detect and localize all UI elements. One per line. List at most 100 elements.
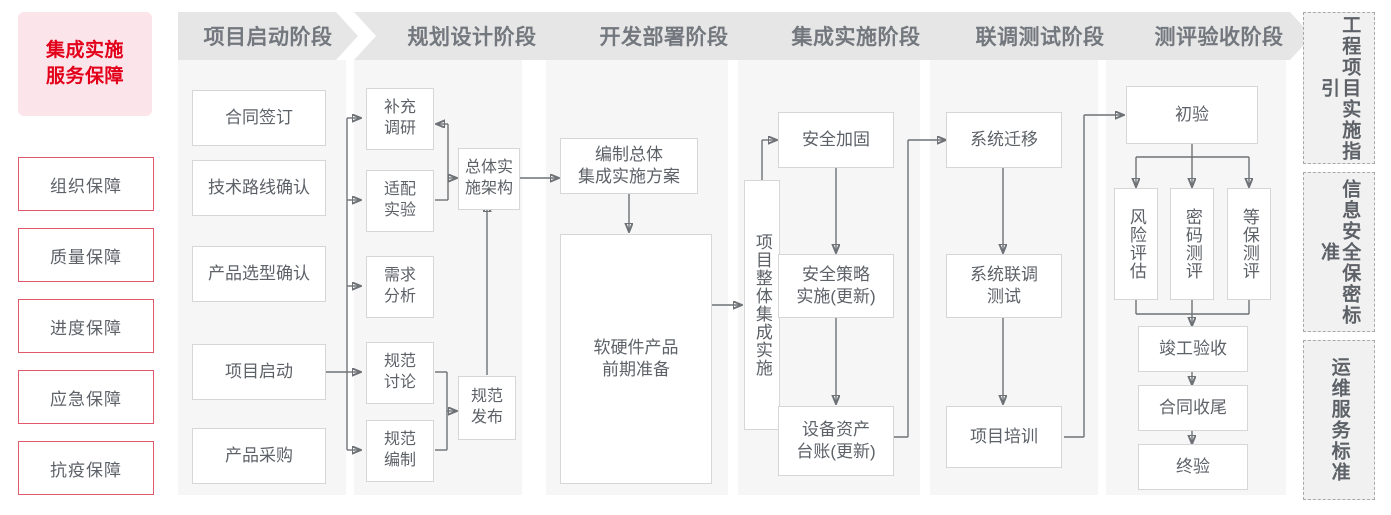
node-security-hardening[interactable]: 安全加固 xyxy=(778,112,894,168)
node-contract-closure[interactable]: 合同收尾 xyxy=(1138,385,1248,431)
node-preliminary-acceptance[interactable]: 初验 xyxy=(1126,86,1258,144)
node-crypto-evaluation[interactable]: 密码测评 xyxy=(1170,188,1214,300)
guarantee-rail: 集成实施 服务保障 组织保障 质量保障 进度保障 应急保障 抗疫保障 xyxy=(0,0,170,515)
node-label: 项目培训 xyxy=(970,426,1038,446)
node-label: 项目启动 xyxy=(225,361,293,381)
guarantee-item-label: 进度保障 xyxy=(50,318,122,338)
node-label: 分析 xyxy=(383,288,416,305)
node-label: 风险评估 xyxy=(1126,208,1146,280)
phase-title: 开发部署阶段 xyxy=(599,26,729,49)
standard-ops-service[interactable]: 运维服务标准 xyxy=(1303,340,1375,500)
node-asset-ledger-update[interactable]: 设备资产台账(更新) xyxy=(778,406,894,476)
standard-engineering-guideline[interactable]: 工程项目实施指引 xyxy=(1303,12,1375,164)
node-label: 技术路线确认 xyxy=(208,177,310,197)
guarantee-item-label: 质量保障 xyxy=(50,247,122,267)
phase-title: 项目启动阶段 xyxy=(203,26,333,49)
node-overall-integration-plan[interactable]: 编制总体集成实施方案 xyxy=(560,138,698,194)
node-label: 等保测评 xyxy=(1239,208,1259,280)
node-label: 系统联调 xyxy=(970,264,1038,284)
node-completion-acceptance[interactable]: 竣工验收 xyxy=(1138,326,1248,372)
node-supplementary-research[interactable]: 补充调研 xyxy=(366,88,434,150)
node-label: 规范 xyxy=(383,431,416,449)
phase-header-acceptance[interactable]: 测评验收阶段 xyxy=(1106,12,1312,60)
node-label: 竣工验收 xyxy=(1159,338,1227,358)
phase-header-integration[interactable]: 集成实施阶段 xyxy=(738,12,954,60)
phase-header-planning[interactable]: 规划设计阶段 xyxy=(354,12,570,60)
node-risk-assessment[interactable]: 风险评估 xyxy=(1114,188,1158,300)
node-label: 规范 xyxy=(470,388,503,406)
node-label: 安全策略 xyxy=(801,264,870,284)
node-label: 项目整体集成实施 xyxy=(752,233,772,377)
node-system-migration[interactable]: 系统迁移 xyxy=(946,112,1062,168)
standard-infosec-confidentiality[interactable]: 信息安全保密标准 xyxy=(1303,172,1375,332)
phase-header-develop[interactable]: 开发部署阶段 xyxy=(546,12,762,60)
node-label: 适配 xyxy=(383,181,416,199)
guarantee-item-organization[interactable]: 组织保障 xyxy=(18,157,154,211)
node-project-training[interactable]: 项目培训 xyxy=(946,406,1062,468)
guarantee-title-line2: 服务保障 xyxy=(45,66,124,87)
node-label: 讨论 xyxy=(383,374,416,391)
node-label: 初验 xyxy=(1175,104,1209,124)
guarantee-title-line1: 集成实施 xyxy=(45,40,124,62)
node-security-policy-update[interactable]: 安全策略实施(更新) xyxy=(778,254,894,318)
node-product-selection[interactable]: 产品选型确认 xyxy=(192,246,326,302)
node-label: 产品采购 xyxy=(225,445,293,465)
node-final-acceptance[interactable]: 终验 xyxy=(1138,444,1248,490)
phase-header-startup[interactable]: 项目启动阶段 xyxy=(178,12,358,60)
guarantee-item-label: 应急保障 xyxy=(50,389,122,409)
node-label: 测试 xyxy=(987,287,1021,306)
node-label: 施架构 xyxy=(464,180,513,197)
node-overall-architecture[interactable]: 总体实施架构 xyxy=(458,148,520,210)
node-label: 产品选型确认 xyxy=(208,263,310,283)
node-overall-project-integration[interactable]: 项目整体集成实施 xyxy=(744,180,780,430)
phase-header-jointtest[interactable]: 联调测试阶段 xyxy=(930,12,1130,60)
node-label: 总体实 xyxy=(464,159,513,177)
node-standard-discussion[interactable]: 规范讨论 xyxy=(366,342,434,404)
node-product-purchase[interactable]: 产品采购 xyxy=(192,428,326,484)
node-label: 需求 xyxy=(383,267,416,285)
node-standard-drafting[interactable]: 规范编制 xyxy=(366,420,434,482)
node-joint-debug-test[interactable]: 系统联调测试 xyxy=(946,254,1062,318)
node-hw-sw-preparation[interactable]: 软硬件产品前期准备 xyxy=(560,234,712,484)
node-label: 设备资产 xyxy=(801,419,870,439)
standard-label: 运维服务标准 xyxy=(1328,357,1350,483)
node-label: 调研 xyxy=(383,120,416,137)
node-adaptation-test[interactable]: 适配实验 xyxy=(366,170,434,232)
node-label: 补充 xyxy=(383,99,416,117)
node-label: 前期准备 xyxy=(602,360,670,379)
node-label: 发布 xyxy=(470,409,503,426)
node-tech-route-confirm[interactable]: 技术路线确认 xyxy=(192,160,326,216)
guarantee-item-emergency[interactable]: 应急保障 xyxy=(18,370,154,424)
node-label: 密码测评 xyxy=(1182,208,1202,280)
phase-title: 测评验收阶段 xyxy=(1154,26,1284,49)
node-label: 终验 xyxy=(1176,456,1210,476)
node-label: 编制总体 xyxy=(595,144,663,164)
node-requirement-analysis[interactable]: 需求分析 xyxy=(366,256,434,318)
node-label: 合同签订 xyxy=(225,107,293,127)
guarantee-item-quality[interactable]: 质量保障 xyxy=(18,228,154,282)
node-label: 合同收尾 xyxy=(1159,397,1227,417)
node-project-kickoff[interactable]: 项目启动 xyxy=(192,344,326,400)
guarantee-rail-title: 集成实施 服务保障 xyxy=(18,12,152,116)
node-label: 实施(更新) xyxy=(796,287,876,306)
node-label: 安全加固 xyxy=(802,129,870,149)
guarantee-item-schedule[interactable]: 进度保障 xyxy=(18,299,154,353)
node-label: 规范 xyxy=(383,353,416,371)
guarantee-item-label: 组织保障 xyxy=(50,176,122,196)
node-label: 软硬件产品 xyxy=(593,337,679,357)
node-mlps-evaluation[interactable]: 等保测评 xyxy=(1227,188,1271,300)
guarantee-item-label: 抗疫保障 xyxy=(50,460,122,480)
node-label: 台账(更新) xyxy=(796,442,876,461)
phase-title: 规划设计阶段 xyxy=(407,26,537,49)
node-contract-signing[interactable]: 合同签订 xyxy=(192,90,326,146)
node-label: 编制 xyxy=(383,452,416,469)
guarantee-item-epidemic[interactable]: 抗疫保障 xyxy=(18,441,154,495)
node-label: 系统迁移 xyxy=(970,129,1038,149)
node-standard-release[interactable]: 规范发布 xyxy=(458,376,516,440)
standard-label: 工程项目实施指引 xyxy=(1318,14,1361,162)
node-label: 实验 xyxy=(383,202,416,219)
phase-title: 联调测试阶段 xyxy=(975,26,1105,49)
standard-label: 信息安全保密标准 xyxy=(1318,178,1361,326)
node-label: 集成实施方案 xyxy=(578,167,680,186)
